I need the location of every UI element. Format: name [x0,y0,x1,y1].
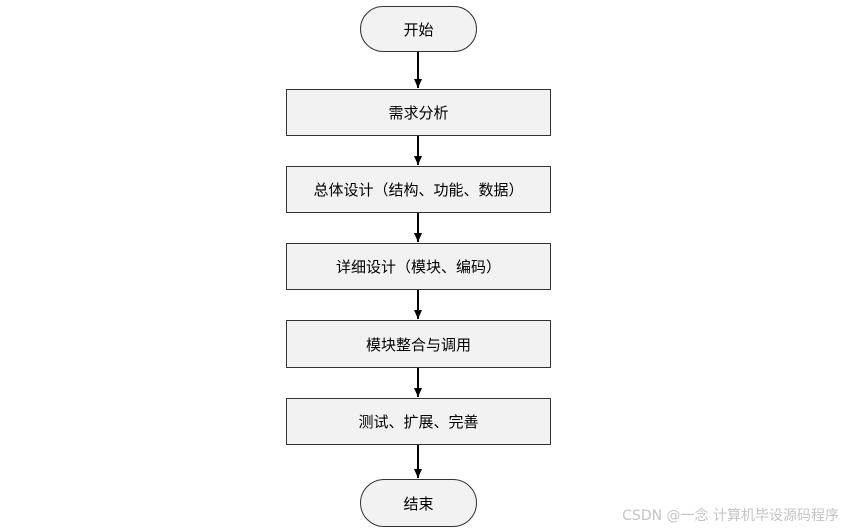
watermark: CSDN @一念 计算机毕设源码程序 [622,508,839,524]
step-label: 总体设计（结构、功能、数据） [313,181,524,199]
start-label: 开始 [403,20,434,39]
start-node: 开始 [360,6,477,52]
end-node: 结束 [360,479,477,527]
step-module-integration: 模块整合与调用 [286,320,551,368]
step-detailed-design: 详细设计（模块、编码） [286,243,551,290]
step-label: 模块整合与调用 [365,335,471,354]
step-label: 需求分析 [388,104,449,122]
step-requirements-analysis: 需求分析 [286,89,551,136]
step-label: 详细设计（模块、编码） [335,258,501,276]
step-overall-design: 总体设计（结构、功能、数据） [286,166,551,213]
end-label: 结束 [403,494,434,513]
step-testing: 测试、扩展、完善 [286,398,551,445]
step-label: 测试、扩展、完善 [358,413,479,431]
